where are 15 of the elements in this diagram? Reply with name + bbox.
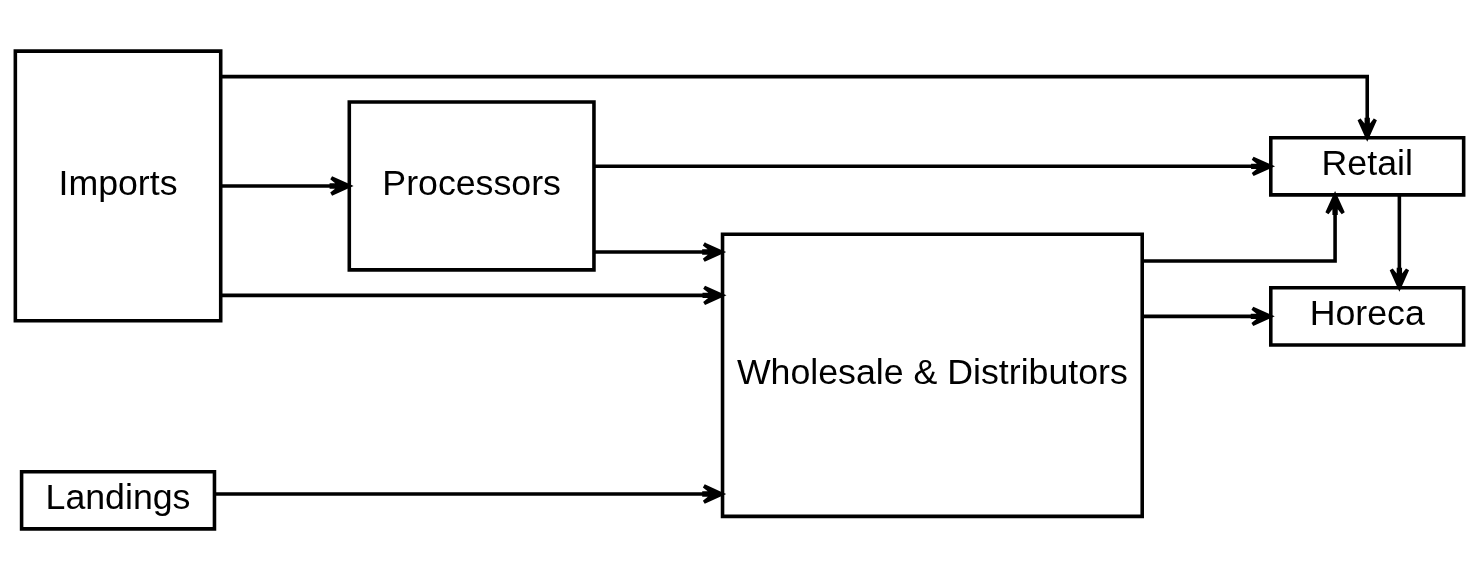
- node-box: Imports: [13, 49, 223, 323]
- node-box: Horeca: [1269, 286, 1466, 347]
- node-box: Retail: [1269, 135, 1466, 197]
- arrow: [1142, 306, 1273, 327]
- arrow: [220, 74, 1378, 140]
- node-box: Wholesale & Distributors: [720, 232, 1144, 519]
- arrow: [1142, 193, 1345, 263]
- node-box: Processors: [347, 100, 596, 272]
- arrow: [594, 242, 724, 262]
- arrow: [1389, 195, 1410, 290]
- node-box: Landings: [19, 469, 217, 531]
- arrow: [214, 484, 724, 504]
- arrow: [594, 156, 1273, 177]
- arrow: [221, 285, 724, 306]
- arrow: [220, 176, 351, 196]
